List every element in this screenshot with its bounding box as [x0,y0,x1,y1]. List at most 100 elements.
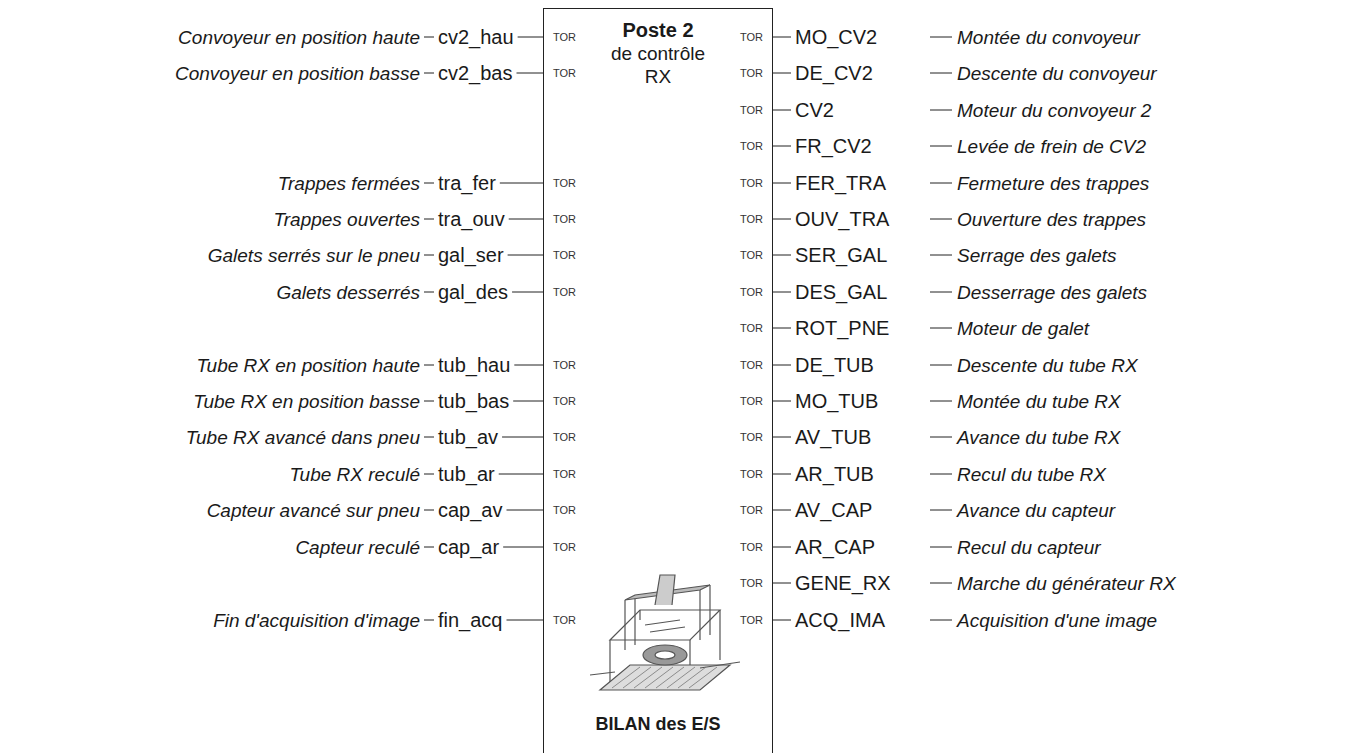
signal-type: TOR [553,360,576,371]
leader-line [930,219,952,220]
leader-line [424,547,434,548]
output-signal: ACQ_IMA [795,610,885,630]
signal-type: TOR [553,214,576,225]
leader-line [424,255,434,256]
leader-line [514,365,543,366]
leader-line [930,37,952,38]
output-description: Desserrage des galets [957,283,1147,302]
leader-line [930,583,952,584]
output-signal: MO_TUB [795,391,878,411]
input-signal: cv2_hau [438,27,514,47]
signal-type: TOR [740,432,763,443]
leader-line [930,292,952,293]
output-description: Descente du tube RX [957,356,1138,375]
leader-line [424,73,434,74]
leader-line [930,474,952,475]
signal-type: TOR [740,105,763,116]
input-signal: tub_hau [438,355,510,375]
leader-line [424,37,434,38]
hatch-stroke [689,667,717,688]
output-signal: AR_CAP [795,537,875,557]
leader-line [424,620,434,621]
input-signal: cv2_bas [438,63,513,83]
leader-line [424,365,434,366]
output-signal: FER_TRA [795,173,886,193]
leader-line [773,37,791,38]
input-description: Galets serrés sur le pneu [208,246,420,265]
leader-line [930,73,952,74]
signal-type: TOR [740,214,763,225]
machine-hatching [612,667,717,688]
input-description: Fin d'acquisition d'image [213,611,420,630]
leader-line [930,510,952,511]
leader-line [773,219,791,220]
leader-line [773,365,791,366]
signal-type: TOR [740,360,763,371]
leader-line [930,183,952,184]
input-description: Tube RX reculé [289,465,420,484]
input-signal: tub_bas [438,391,509,411]
leader-line [424,437,434,438]
signal-type: TOR [740,469,763,480]
leader-line [930,620,952,621]
output-description: Moteur du convoyeur 2 [957,101,1151,120]
signal-type: TOR [740,287,763,298]
output-signal: AR_TUB [795,464,874,484]
hatch-stroke [634,667,662,688]
leader-line [500,183,543,184]
station-title: Poste 2 [544,19,772,42]
input-signal: gal_ser [438,245,504,265]
output-signal: SER_GAL [795,245,887,265]
leader-line [930,547,952,548]
signal-type: TOR [740,323,763,334]
input-signal: tub_av [438,427,498,447]
output-description: Recul du capteur [957,538,1101,557]
leader-line [512,292,543,293]
input-description: Capteur reculé [295,538,420,557]
hatch-stroke [656,667,684,688]
leader-line [773,183,791,184]
signal-type: TOR [740,32,763,43]
leader-line [499,474,543,475]
input-signal: cap_av [438,500,503,520]
output-signal: OUV_TRA [795,209,889,229]
leader-line [773,110,791,111]
leader-line [424,401,434,402]
input-description: Convoyeur en position haute [178,28,420,47]
hatch-stroke [623,667,651,688]
leader-line [930,110,952,111]
leader-line [503,547,543,548]
input-description: Galets desserrés [276,283,420,302]
signal-type: TOR [740,578,763,589]
output-signal: AV_TUB [795,427,871,447]
signal-type: TOR [553,250,576,261]
hatch-stroke [612,667,640,688]
output-description: Levée de frein de CV2 [957,137,1146,156]
output-signal: FR_CV2 [795,136,872,156]
leader-line [773,328,791,329]
leader-line [773,583,791,584]
input-description: Convoyeur en position basse [175,64,420,83]
input-signal: fin_acq [438,610,503,630]
signal-type: TOR [553,505,576,516]
input-signal: gal_des [438,282,508,302]
signal-type: TOR [740,396,763,407]
hatch-stroke [667,667,695,688]
leader-line [518,37,543,38]
leader-line [930,328,952,329]
leader-line [424,183,434,184]
output-description: Fermeture des trappes [957,174,1149,193]
leader-line [509,219,543,220]
hatch-stroke [645,667,673,688]
signal-type: TOR [740,68,763,79]
output-description: Moteur de galet [957,319,1089,338]
leader-line [773,255,791,256]
leader-line [773,437,791,438]
signal-type: TOR [553,542,576,553]
leader-line [424,474,434,475]
output-signal: MO_CV2 [795,27,877,47]
output-signal: GENE_RX [795,573,891,593]
output-description: Marche du générateur RX [957,574,1176,593]
output-description: Ouverture des trappes [957,210,1146,229]
signal-type: TOR [553,432,576,443]
